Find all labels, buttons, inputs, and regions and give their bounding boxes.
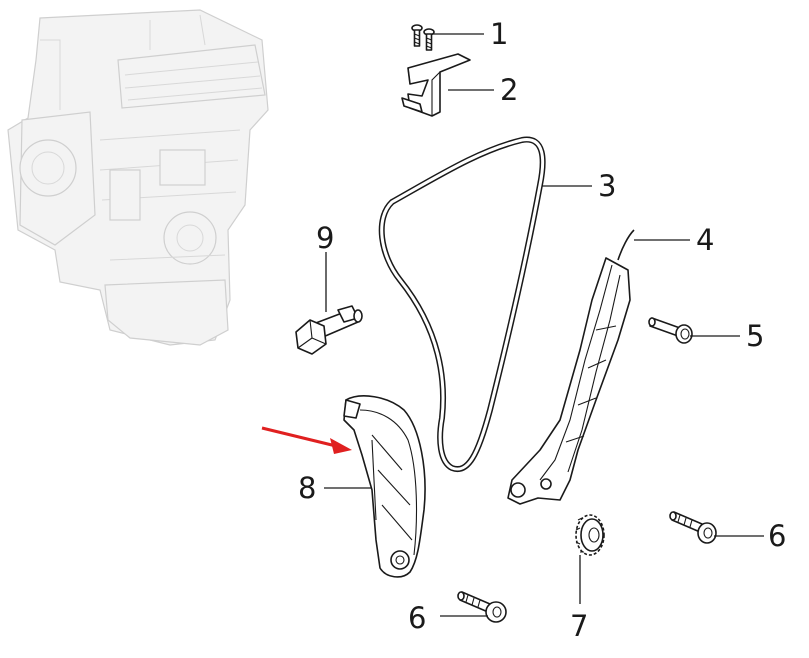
label-part-1: 1 [490, 17, 508, 51]
engine-block-illustration [7, 9, 269, 346]
part-3-timing-chain [378, 136, 546, 473]
part-4-guide-rail [507, 229, 635, 505]
label-part-6-right: 6 [768, 519, 786, 553]
red-indicator-arrow [261, 426, 352, 454]
part-6-bolt-bottom [457, 591, 507, 623]
label-part-2: 2 [500, 73, 518, 107]
leader-lines [324, 33, 764, 617]
part-7-sprocket [575, 514, 605, 556]
label-part-6-bottom: 6 [408, 601, 426, 635]
part-9-tensioner [295, 305, 363, 355]
label-part-5: 5 [746, 319, 764, 353]
part-5-pin [648, 317, 693, 344]
part-1-bolts [411, 24, 435, 51]
label-part-4: 4 [696, 223, 714, 257]
label-part-7: 7 [570, 609, 588, 643]
part-2-bracket [401, 53, 471, 117]
label-part-3: 3 [598, 169, 616, 203]
part-8-tensioner-arm [343, 395, 426, 578]
label-part-8: 8 [298, 471, 316, 505]
label-part-9: 9 [316, 221, 334, 255]
part-6-bolt-right [669, 511, 717, 544]
